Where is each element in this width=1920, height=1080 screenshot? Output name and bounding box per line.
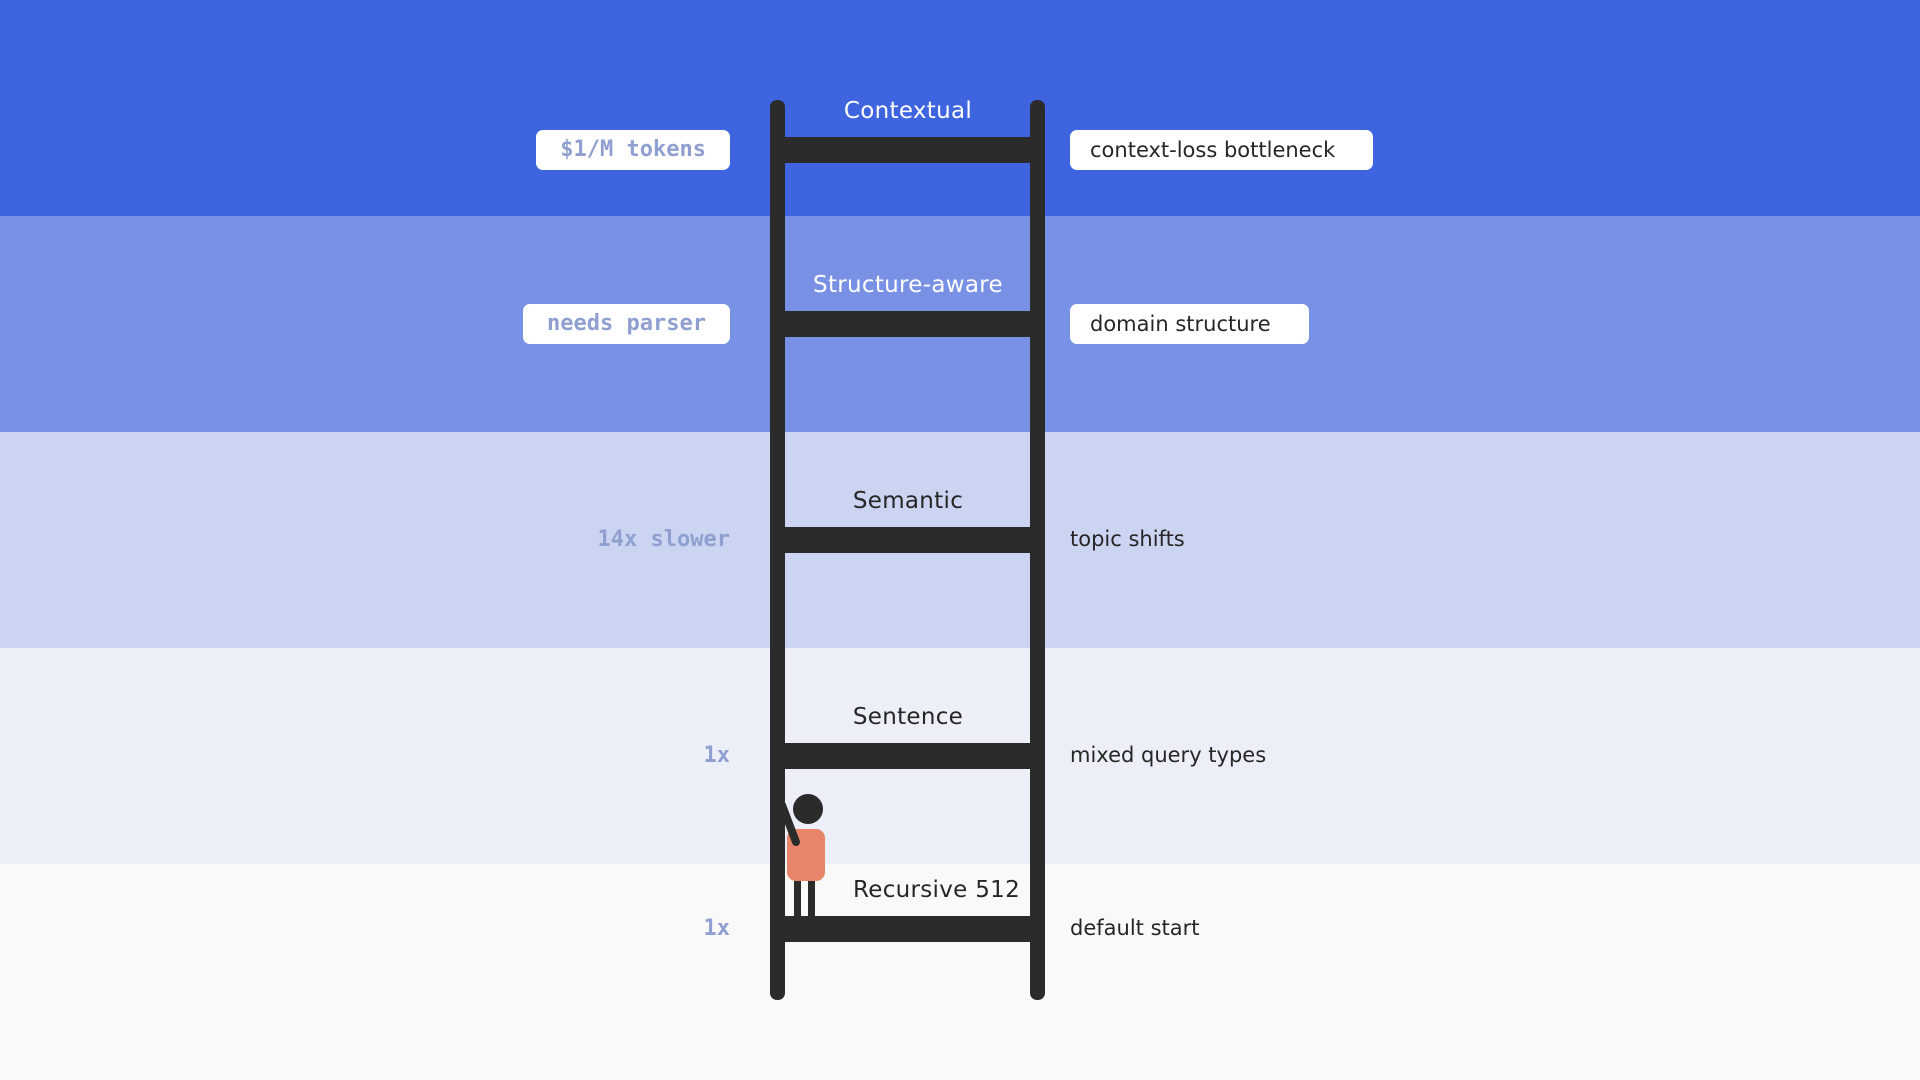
- note-label-semantic: topic shifts: [1070, 527, 1185, 551]
- ladder-rung-recursive: [776, 916, 1040, 942]
- ladder-rung-sentence: [776, 743, 1040, 769]
- rung-label-sentence: Sentence: [852, 704, 964, 730]
- cost-label-sentence: 1x: [703, 743, 731, 768]
- cost-label-semantic: 14x slower: [597, 527, 730, 552]
- rung-label-structure-aware: Structure-aware: [813, 272, 1003, 298]
- cost-badge-contextual: $1/M tokens: [536, 130, 730, 170]
- ladder-rung-contextual: [776, 137, 1040, 163]
- band-recursive: [0, 864, 1920, 1080]
- note-badge-structure-aware: domain structure: [1070, 304, 1309, 344]
- rung-label-contextual: Contextual: [843, 98, 973, 124]
- band-contextual: [0, 0, 1920, 216]
- note-badge-contextual: context-loss bottleneck: [1070, 130, 1374, 170]
- ladder-rung-semantic: [776, 527, 1040, 553]
- cost-badge-structure-aware: needs parser: [523, 304, 730, 344]
- person-climbing-icon: [778, 794, 825, 918]
- note-label-recursive: default start: [1070, 916, 1200, 940]
- rung-label-recursive: Recursive 512: [853, 877, 1021, 903]
- cost-label-recursive: 1x: [703, 916, 731, 941]
- note-label-sentence: mixed query types: [1070, 743, 1267, 767]
- rung-label-semantic: Semantic: [852, 488, 964, 514]
- ladder-rung-structure-aware: [776, 311, 1040, 337]
